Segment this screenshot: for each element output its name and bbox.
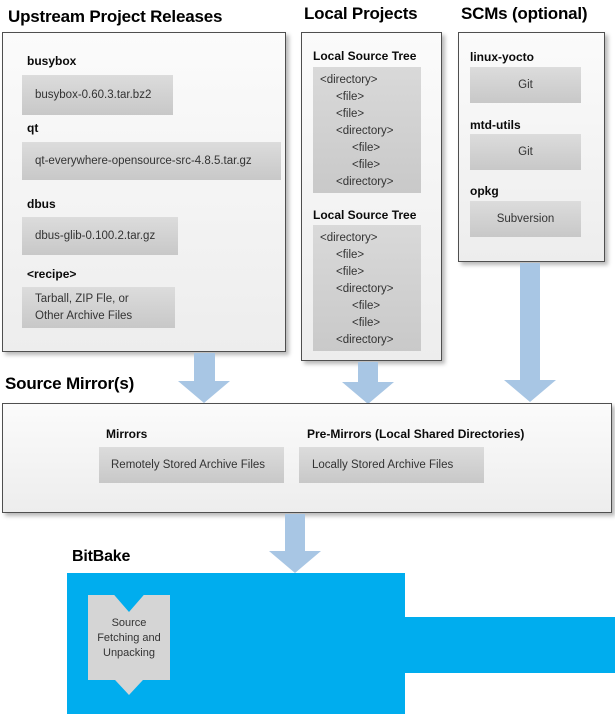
archive-line: Other Archive Files — [35, 310, 133, 322]
scm-type-box: Git — [470, 134, 581, 170]
upstream-item-label: dbus — [27, 197, 56, 211]
arrow-shaft — [358, 362, 378, 383]
ribbon-line: Fetching and — [97, 632, 161, 644]
upstream-item-file: Tarball, ZIP Fle, or Other Archive Files — [22, 287, 175, 328]
source-mirrors-heading: Source Mirror(s) — [5, 374, 135, 393]
tree-line: <file> — [336, 249, 365, 261]
local-projects-panel: Local Source Tree <directory> <file> <fi… — [301, 32, 442, 361]
tree-line: <file> — [336, 266, 365, 278]
local-source-tree-label: Local Source Tree — [313, 208, 417, 222]
scm-type-box: Git — [470, 67, 581, 103]
ribbon-line: Source — [111, 617, 147, 629]
arrow-head-icon — [342, 382, 394, 404]
upstream-item-file: busybox-0.60.3.tar.bz2 — [22, 75, 173, 115]
premirrors-label: Pre-Mirrors (Local Shared Directories) — [307, 427, 525, 441]
upstream-panel: busybox busybox-0.60.3.tar.bz2 qt qt-eve… — [2, 32, 286, 352]
local-projects-heading: Local Projects — [304, 4, 418, 23]
scm-item-label: linux-yocto — [470, 50, 535, 64]
tree-line: <directory> — [320, 74, 378, 86]
arrow-head-icon — [178, 381, 230, 403]
arrow-head-icon — [504, 380, 556, 402]
tree-line: <directory> — [336, 334, 394, 346]
scms-panel: linux-yocto Git mtd-utils Git opkg Subve… — [458, 32, 605, 262]
tree-line: <file> — [352, 159, 381, 171]
local-source-tree: <directory> <file> <file> <directory> <f… — [313, 67, 421, 193]
tree-line: <file> — [336, 108, 365, 120]
bitbake-block-arm — [404, 617, 615, 673]
scm-type-box: Subversion — [470, 201, 581, 237]
scms-heading: SCMs (optional) — [461, 4, 588, 23]
tree-line: <file> — [352, 300, 381, 312]
ribbon-line: Unpacking — [103, 647, 155, 659]
local-source-tree: <directory> <file> <file> <directory> <f… — [313, 225, 421, 351]
upstream-heading: Upstream Project Releases — [8, 7, 223, 26]
upstream-item-label: qt — [27, 121, 39, 135]
archive-line: Tarball, ZIP Fle, or — [35, 293, 129, 305]
tree-line: <directory> — [336, 125, 394, 137]
arrow-head-icon — [269, 551, 321, 573]
mirrors-box: Remotely Stored Archive Files — [99, 447, 284, 483]
upstream-item-file: qt-everywhere-opensource-src-4.8.5.tar.g… — [22, 142, 281, 180]
scm-item-label: mtd-utils — [470, 118, 521, 132]
arrow-shaft — [520, 263, 540, 381]
upstream-item-file: dbus-glib-0.100.2.tar.gz — [22, 217, 178, 255]
bitbake-heading: BitBake — [72, 548, 131, 565]
tree-line: <directory> — [320, 232, 378, 244]
scm-item-label: opkg — [470, 184, 499, 198]
local-source-tree-label: Local Source Tree — [313, 49, 417, 63]
tree-line: <file> — [352, 317, 381, 329]
arrow-shaft — [194, 353, 215, 382]
upstream-item-label: busybox — [27, 54, 77, 68]
tree-line: <directory> — [336, 283, 394, 295]
arrow-shaft — [285, 514, 305, 552]
source-mirrors-panel: Mirrors Remotely Stored Archive Files Pr… — [2, 403, 612, 513]
tree-line: <file> — [336, 91, 365, 103]
premirrors-box: Locally Stored Archive Files — [299, 447, 484, 483]
mirrors-label: Mirrors — [106, 427, 148, 441]
tree-line: <directory> — [336, 176, 394, 188]
upstream-item-label: <recipe> — [27, 267, 77, 281]
tree-line: <file> — [352, 142, 381, 154]
